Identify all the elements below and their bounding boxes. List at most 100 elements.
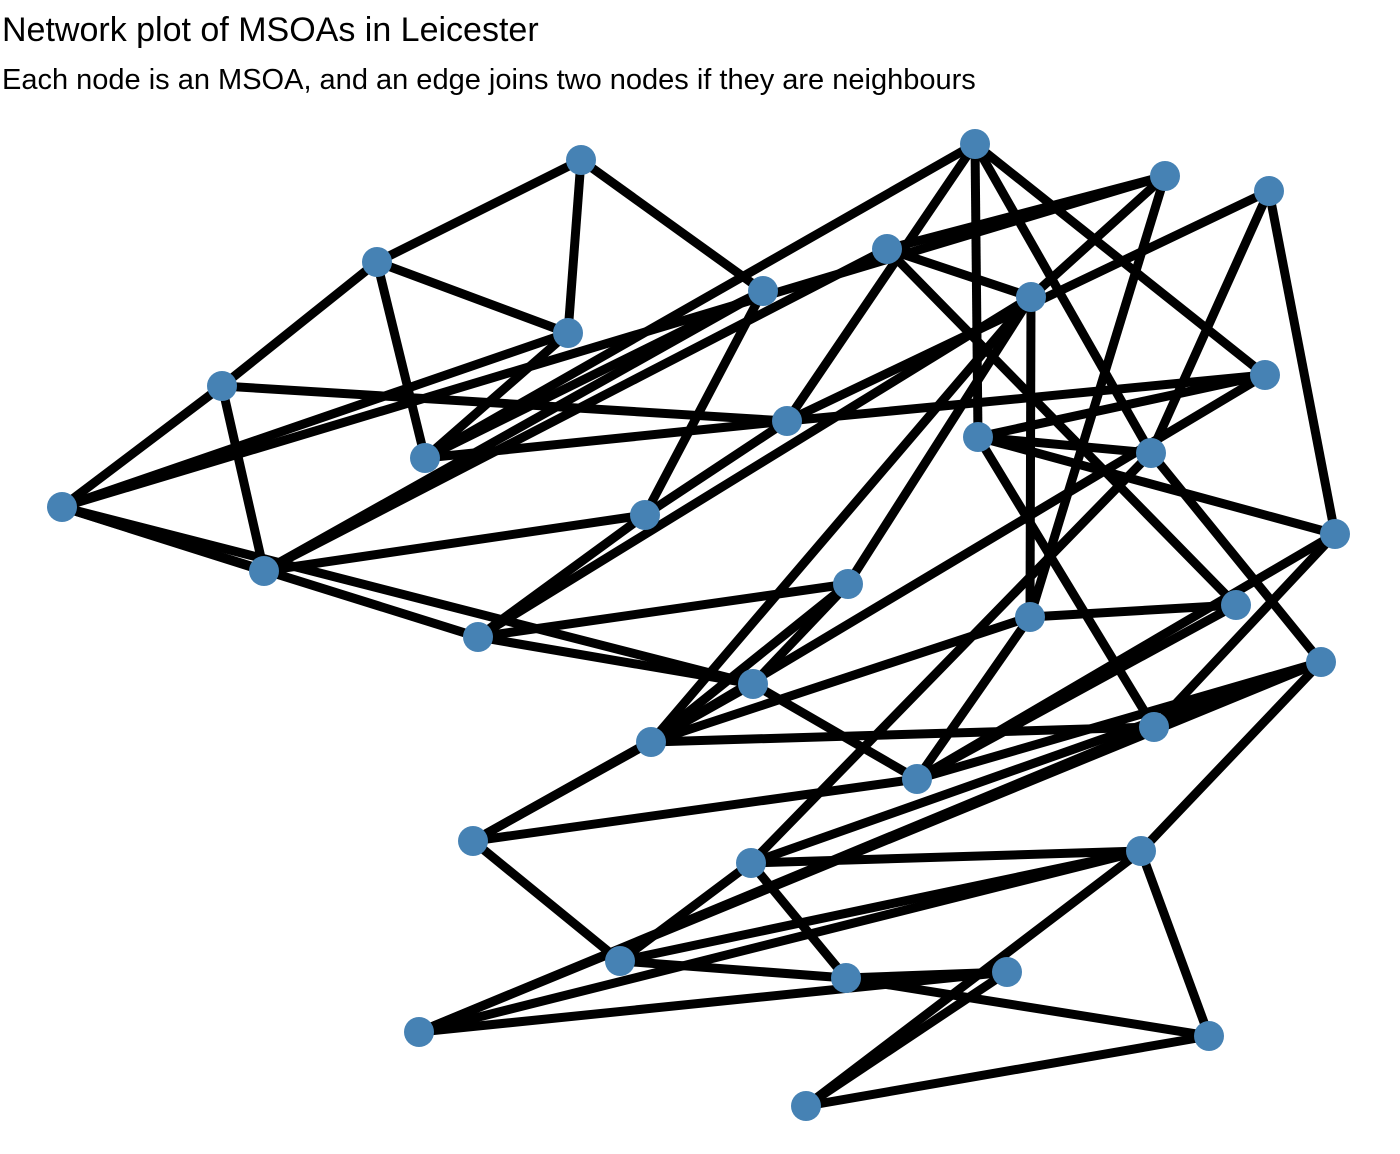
network-edge	[974, 434, 1158, 730]
msoa-node	[748, 276, 778, 306]
network-edge	[1025, 296, 1036, 618]
msoa-node	[47, 492, 77, 522]
network-edge	[805, 1031, 1210, 1111]
network-edge	[885, 171, 1167, 254]
msoa-node	[249, 556, 279, 586]
msoa-node	[636, 727, 666, 757]
msoa-node	[207, 371, 237, 401]
msoa-node	[1150, 161, 1180, 191]
network-edge	[221, 381, 788, 426]
network-edge	[470, 837, 623, 965]
msoa-node	[1250, 360, 1280, 390]
network-edge	[219, 258, 380, 390]
msoa-node	[605, 946, 635, 976]
network-edge	[650, 722, 1155, 747]
msoa-node	[1136, 438, 1166, 468]
msoa-node	[833, 569, 863, 599]
network-edge	[418, 967, 1008, 1037]
msoa-node	[902, 764, 932, 794]
network-edge	[642, 417, 790, 519]
network-edge	[60, 171, 1167, 512]
msoa-node	[410, 443, 440, 473]
network-edge	[261, 245, 890, 575]
msoa-node	[1254, 176, 1284, 206]
msoa-node	[872, 234, 902, 264]
network-edge	[970, 143, 983, 438]
network-edge	[803, 968, 1010, 1110]
network-edge	[472, 774, 918, 846]
network-edge	[217, 385, 269, 572]
network-edge	[422, 140, 978, 462]
network-edge	[1137, 658, 1325, 855]
network-edge	[845, 967, 1008, 983]
network-edge	[1027, 172, 1169, 301]
msoa-node	[738, 669, 768, 699]
msoa-node	[630, 500, 660, 530]
network-edge	[641, 288, 767, 518]
network-edge	[1264, 190, 1340, 535]
network-edge	[913, 614, 1034, 782]
msoa-node	[736, 848, 766, 878]
msoa-node	[1016, 282, 1046, 312]
network-edge	[417, 657, 1323, 1037]
network-edge	[475, 293, 1034, 641]
network-edge	[749, 657, 1323, 868]
msoa-node	[404, 1017, 434, 1047]
msoa-node	[1306, 647, 1336, 677]
network-edge	[563, 159, 586, 334]
network-edge	[977, 432, 1152, 458]
network-edge	[417, 846, 1143, 1037]
network-edge	[619, 956, 847, 983]
plot-title: Network plot of MSOAs in Leicester	[2, 11, 539, 49]
network-edge	[60, 502, 755, 689]
msoa-node	[772, 406, 802, 436]
msoa-node	[458, 826, 488, 856]
msoa-node	[1221, 590, 1251, 620]
msoa-node	[1194, 1021, 1224, 1051]
network-edge	[750, 846, 1142, 868]
network-edge	[1136, 849, 1214, 1038]
network-edge	[976, 432, 1337, 539]
network-edge	[1025, 174, 1170, 619]
msoa-node	[960, 129, 990, 159]
msoa-node	[362, 247, 392, 277]
network-edge	[1146, 189, 1274, 455]
msoa-node	[831, 963, 861, 993]
network-edge	[59, 382, 225, 511]
network-edge	[477, 579, 849, 642]
network-edge	[375, 257, 570, 338]
msoa-node	[992, 957, 1022, 987]
network-edge	[374, 155, 584, 267]
network-edge	[885, 244, 1033, 302]
network-edge	[783, 141, 979, 424]
network-edge	[845, 973, 1210, 1041]
network-edge	[263, 510, 646, 576]
msoa-node	[963, 422, 993, 452]
network-edge	[883, 245, 1240, 609]
network-edge	[649, 612, 1032, 747]
msoa-node	[1126, 836, 1156, 866]
nodes-layer	[47, 129, 1350, 1121]
edges-layer	[59, 140, 1340, 1111]
network-edge	[972, 140, 1268, 379]
network-edge	[844, 294, 1035, 587]
msoa-node	[1320, 519, 1350, 549]
network-edge	[617, 859, 754, 965]
msoa-node	[463, 622, 493, 652]
network-edge	[372, 260, 430, 460]
network-edge	[747, 449, 1155, 867]
msoa-node	[1015, 602, 1045, 632]
msoa-node	[553, 318, 583, 348]
network-edge	[647, 294, 1035, 745]
network-edge	[422, 329, 571, 462]
msoa-node	[566, 145, 596, 175]
msoa-node	[1139, 712, 1169, 742]
network-edge	[470, 738, 654, 845]
network-edge	[648, 580, 851, 746]
network-edge	[1147, 450, 1325, 665]
network-edge	[1150, 530, 1339, 731]
plot-subtitle: Each node is an MSOA, and an edge joins …	[2, 64, 976, 96]
network-edge	[977, 370, 1266, 442]
network-edge	[578, 156, 766, 295]
